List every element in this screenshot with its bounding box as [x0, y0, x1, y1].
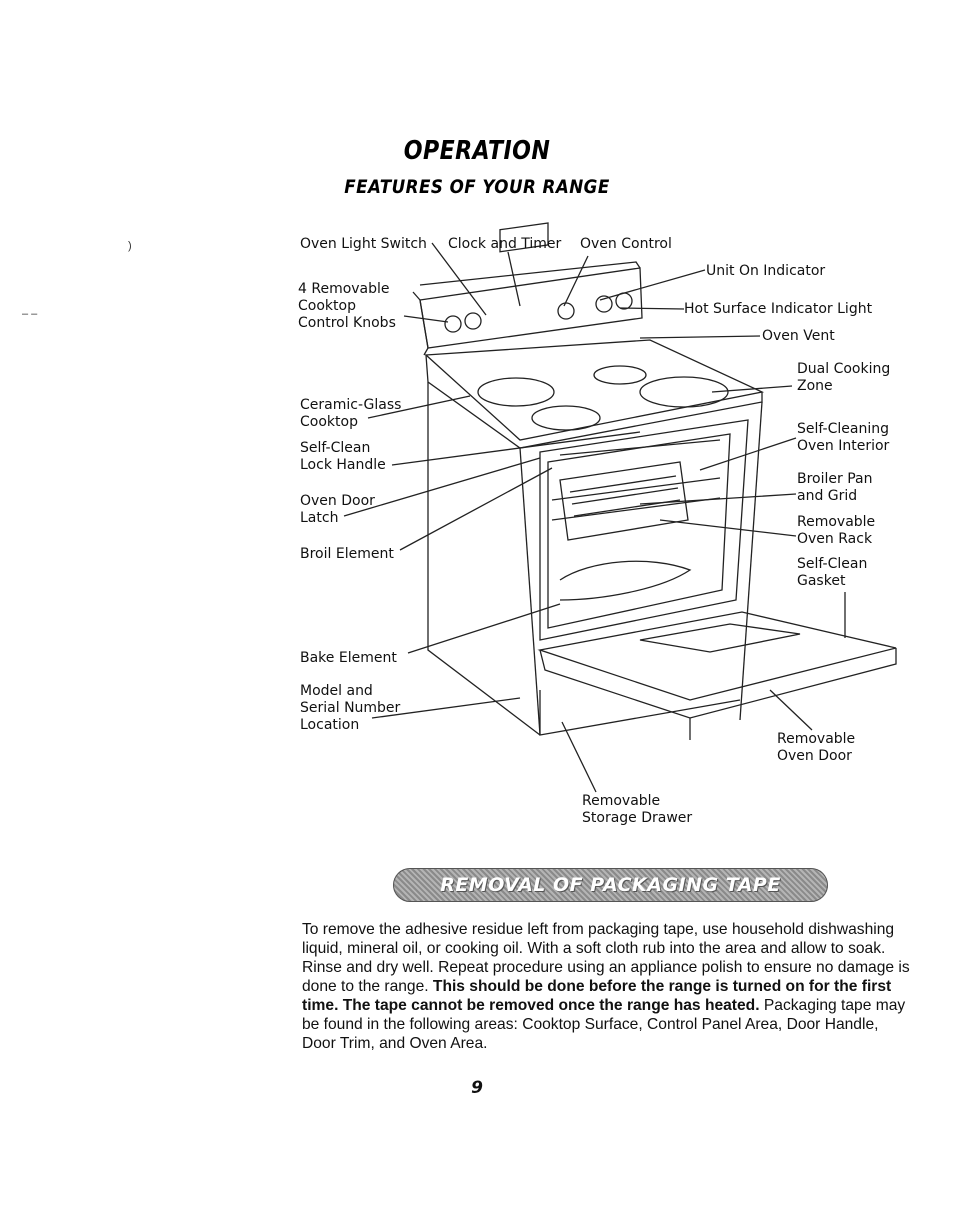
label-oven-light-switch: Oven Light Switch [300, 236, 427, 252]
knob-icon [444, 315, 462, 333]
burner-icon [477, 377, 555, 407]
range-right-side [739, 401, 763, 721]
bake-element [559, 560, 692, 601]
label-door-2: Oven Door [777, 748, 852, 764]
label-dual-2: Zone [797, 378, 833, 394]
page-number: 9 [471, 1078, 483, 1098]
label-ceramic-1: Ceramic-Glass [300, 397, 402, 413]
range-front-edge [519, 447, 541, 736]
label-selfclean-int-2: Oven Interior [797, 438, 890, 454]
burner-icon [593, 365, 647, 385]
storage-drawer [539, 690, 741, 736]
label-door-1: Removable [777, 731, 856, 747]
label-clock-timer: Clock and Timer [448, 236, 562, 252]
burner-icon [639, 376, 729, 408]
label-drawer-2: Storage Drawer [582, 810, 693, 826]
knob-icon [464, 312, 482, 330]
para-text-1: To remove the adhesive residue left from… [302, 921, 910, 995]
label-lock-1: Self-Clean [300, 440, 371, 456]
control-panel [419, 267, 643, 349]
label-gasket-2: Gasket [797, 573, 846, 589]
oven-rack [551, 477, 721, 521]
clock-display [499, 222, 549, 253]
para-text-2: Packaging tape may be found in the follo… [302, 997, 906, 1052]
label-oven-vent: Oven Vent [762, 328, 835, 344]
margin-mark: ) [128, 240, 132, 252]
label-bake: Bake Element [300, 650, 397, 666]
range-illustration [343, 222, 897, 793]
label-lock-2: Lock Handle [300, 457, 386, 473]
page-title: OPERATION [403, 136, 551, 166]
broil-element [559, 439, 721, 456]
label-model-3: Location [300, 717, 360, 733]
label-hot-surface: Hot Surface Indicator Light [684, 301, 873, 317]
label-rack-2: Oven Rack [797, 531, 873, 547]
oven-door-edge [539, 648, 897, 719]
label-selfclean-int-1: Self-Cleaning [797, 421, 889, 437]
oven-door-window [639, 623, 801, 653]
instruction-paragraph: To remove the adhesive residue left from… [302, 920, 914, 1053]
page-subtitle: FEATURES OF YOUR RANGE [344, 176, 610, 198]
control-panel-top [419, 261, 641, 286]
label-latch-1: Oven Door [300, 493, 375, 509]
label-ceramic-2: Cooktop [300, 414, 358, 430]
broiler-pan [559, 461, 689, 541]
oven-interior [547, 433, 731, 629]
label-rack-1: Removable [797, 514, 876, 530]
section-banner: REMOVAL OF PACKAGING TAPE [393, 868, 828, 902]
burner-icon [531, 405, 601, 431]
para-warning: This should be done before the range is … [302, 978, 892, 1014]
label-model-1: Model and [300, 683, 373, 699]
label-knobs-2: Cooktop [298, 298, 356, 314]
knob-icon [595, 295, 613, 313]
label-broiler-1: Broiler Pan [797, 471, 873, 487]
label-oven-control: Oven Control [580, 236, 672, 252]
label-knobs-1: 4 Removable [298, 281, 390, 297]
oven-door [537, 611, 897, 701]
oven-cavity [539, 419, 749, 641]
label-latch-2: Latch [300, 510, 339, 526]
label-drawer-1: Removable [582, 793, 661, 809]
label-model-2: Serial Number [300, 700, 401, 716]
label-knobs-3: Control Knobs [298, 315, 396, 331]
label-broiler-2: and Grid [797, 488, 858, 504]
range-left-side [427, 382, 541, 736]
knob-icon [557, 302, 575, 320]
section-heading: REMOVAL OF PACKAGING TAPE [440, 874, 781, 896]
label-broil: Broil Element [300, 546, 394, 562]
label-dual-1: Dual Cooking [797, 361, 891, 377]
control-panel-side [412, 291, 429, 356]
margin-mark: – – [22, 308, 38, 320]
label-gasket-1: Self-Clean [797, 556, 868, 572]
label-unit-on: Unit On Indicator [706, 263, 826, 279]
